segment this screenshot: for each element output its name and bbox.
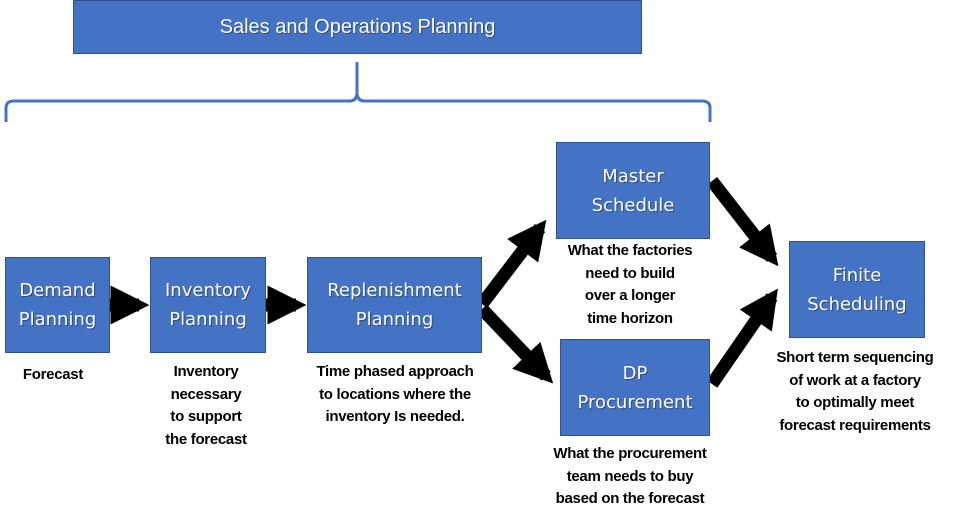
inventory-planning-caption: Inventory necessary to support the forec… [165,363,247,448]
arrow-master-to-finite [706,177,779,267]
replenishment-planning-label: Replenishment Planning [327,280,462,330]
dp-procurement-caption: What the procurement team needs to buy b… [553,445,707,507]
dp-procurement-label: DP Procurement [577,362,693,413]
master-schedule-box: Master Schedule [556,142,710,239]
demand-planning-caption: Forecast [22,366,84,383]
finite-scheduling-label: Finite Scheduling [807,264,907,315]
dp-procurement-box: DP Procurement [560,339,710,436]
replenishment-planning-caption: Time phased approach to locations where … [316,363,474,425]
finite-scheduling-box: Finite Scheduling [789,241,925,338]
inventory-planning-label: Inventory Planning [165,280,251,330]
demand-planning-box: Demand Planning [5,257,110,353]
arrow-replenishment-to-master [476,219,547,308]
demand-planning-label: Demand Planning [18,280,97,330]
finite-scheduling-caption: Short term sequencing of work at a facto… [776,349,934,434]
sales-and-operations-planning-box: Sales and Operations Planning [73,0,642,54]
sales-and-operations-planning-label: Sales and Operations Planning [219,15,496,38]
arrow-replenishment-to-procurement [477,304,554,384]
curly-bracket [4,62,712,122]
replenishment-planning-box: Replenishment Planning [307,257,482,353]
master-schedule-label: Master Schedule [591,165,675,216]
inventory-planning-box: Inventory Planning [150,257,266,353]
arrow-procurement-to-finite [706,288,778,388]
master-schedule-caption: What the factories need to build over a … [567,242,693,327]
